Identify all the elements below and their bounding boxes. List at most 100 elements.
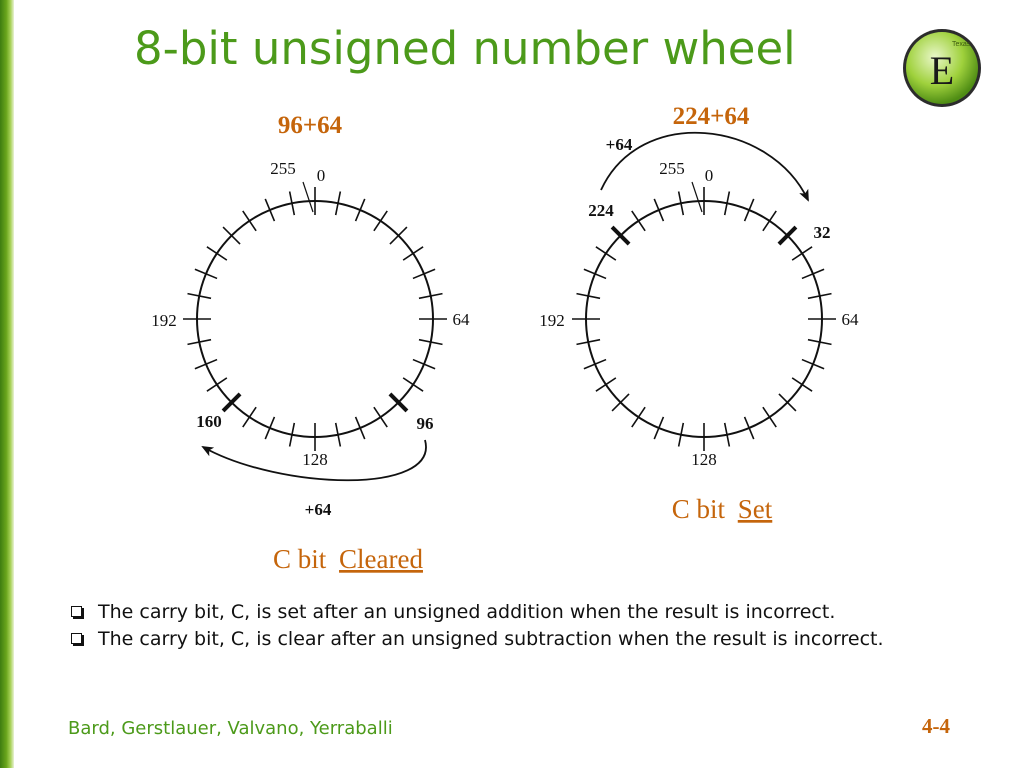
wheel-tick — [418, 338, 443, 346]
wheel-tick — [631, 406, 646, 428]
wheel-tick — [631, 210, 646, 232]
left-wheel-arrow — [201, 439, 427, 482]
left-wheel-end-160: 160 — [196, 412, 222, 431]
left-wheel-expression: 96+64 — [278, 112, 343, 139]
left-caption-prefix: C bit — [273, 544, 327, 574]
wheel-tick — [743, 416, 755, 440]
logo-letter: E — [930, 48, 954, 93]
wheel-tick — [653, 198, 665, 222]
wheel-tick — [595, 377, 617, 392]
wheel-tick — [206, 246, 228, 261]
left-wheel-increment: +64 — [305, 500, 332, 519]
right-wheel-caption: C bit Set — [672, 494, 773, 524]
wheel-tick — [677, 191, 685, 216]
bullet-text: The carry bit, C, is set after an unsign… — [98, 601, 836, 623]
wheel-tick — [791, 377, 813, 392]
wheel-tick — [242, 210, 257, 232]
left-wheel-ticks — [183, 187, 447, 451]
wheel-tick — [402, 246, 424, 261]
checkbox-bullet-icon — [71, 633, 82, 644]
wheel-tick — [595, 246, 617, 261]
right-caption-status: Set — [738, 494, 773, 524]
right-wheel-label-192: 192 — [539, 311, 565, 330]
highlighted-tick — [610, 225, 631, 246]
wheel-tick — [583, 358, 607, 370]
highlighted-tick — [221, 392, 242, 413]
wheel-tick — [354, 416, 366, 440]
wheel-tick — [264, 416, 276, 440]
left-wheel-caption: C bit Cleared — [273, 544, 423, 574]
wheel-tick — [611, 393, 630, 412]
right-wheel-increment: +64 — [606, 135, 633, 154]
wheel-tick — [743, 198, 755, 222]
highlighted-tick — [777, 225, 798, 246]
wheel-tick — [807, 292, 832, 300]
page-number: 4-4 — [922, 714, 950, 738]
right-wheel-start-224: 224 — [588, 201, 614, 220]
wheel-tick — [807, 338, 832, 346]
wheel-tick — [222, 226, 241, 245]
wheel-tick — [206, 377, 228, 392]
right-wheel-label-255: 255 — [659, 159, 685, 178]
wheel-tick — [778, 393, 797, 412]
bullet-text: The carry bit, C, is clear after an unsi… — [98, 628, 884, 650]
number-wheels-diagram: 96+64 255 0 64 192 128 96 160 +64 C bit … — [151, 103, 859, 574]
wheel-tick — [723, 191, 731, 216]
left-wheel-label-255: 255 — [270, 159, 296, 178]
wheel-tick — [288, 191, 296, 216]
slide-side-bar — [0, 0, 14, 768]
logo-small-text: Texas — [952, 41, 971, 48]
wheel-tick — [402, 377, 424, 392]
wheel-tick — [334, 422, 342, 447]
right-wheel-arrow — [600, 131, 809, 202]
wheel-tick — [187, 338, 212, 346]
left-wheel: 96+64 255 0 64 192 128 96 160 +64 C bit … — [151, 112, 470, 574]
wheel-tick — [288, 422, 296, 447]
wheel-tick — [373, 210, 388, 232]
wheel-tick — [723, 422, 731, 447]
wheel-tick — [389, 226, 408, 245]
left-wheel-label-128: 128 — [302, 450, 328, 469]
wheel-tick — [242, 406, 257, 428]
wheel-tick — [334, 191, 342, 216]
wheel-tick — [653, 416, 665, 440]
left-wheel-label-64: 64 — [453, 310, 471, 329]
wheel-tick — [583, 268, 607, 280]
wheel-tick — [373, 406, 388, 428]
bullet-item: The carry bit, C, is set after an unsign… — [68, 599, 968, 626]
wheel-tick — [412, 268, 436, 280]
highlighted-tick — [388, 392, 409, 413]
right-wheel-end-32: 32 — [814, 223, 831, 242]
slide-title: 8-bit unsigned number wheel — [134, 22, 796, 75]
wheel-tick — [801, 268, 825, 280]
right-wheel: 224+64 255 0 64 192 128 224 32 +64 C bit… — [539, 103, 859, 524]
bullet-item: The carry bit, C, is clear after an unsi… — [68, 626, 968, 653]
right-wheel-label-64: 64 — [842, 310, 860, 329]
right-wheel-ticks — [572, 187, 836, 451]
wheel-tick — [194, 358, 218, 370]
wheel-tick — [412, 358, 436, 370]
wheel-tick — [187, 292, 212, 300]
texas-e-logo: Texas E — [903, 29, 981, 107]
footer-authors: Bard, Gerstlauer, Valvano, Yerraballi — [68, 718, 393, 739]
left-wheel-label-0: 0 — [317, 166, 326, 185]
wheel-tick — [576, 292, 601, 300]
bullet-list: The carry bit, C, is set after an unsign… — [68, 599, 968, 653]
wheel-tick — [762, 406, 777, 428]
wheel-tick — [791, 246, 813, 261]
left-wheel-start-96: 96 — [417, 414, 434, 433]
wheel-tick — [354, 198, 366, 222]
checkbox-bullet-icon — [71, 606, 82, 617]
right-caption-prefix: C bit — [672, 494, 726, 524]
left-wheel-label-192: 192 — [151, 311, 177, 330]
left-wheel-255-pointer — [302, 181, 314, 213]
wheel-tick — [762, 210, 777, 232]
right-wheel-label-128: 128 — [691, 450, 717, 469]
left-caption-status: Cleared — [339, 544, 423, 574]
right-wheel-expression: 224+64 — [673, 103, 750, 130]
wheel-tick — [677, 422, 685, 447]
logo-globe — [906, 32, 978, 104]
wheel-tick — [264, 198, 276, 222]
right-wheel-label-0: 0 — [705, 166, 714, 185]
wheel-tick — [194, 268, 218, 280]
